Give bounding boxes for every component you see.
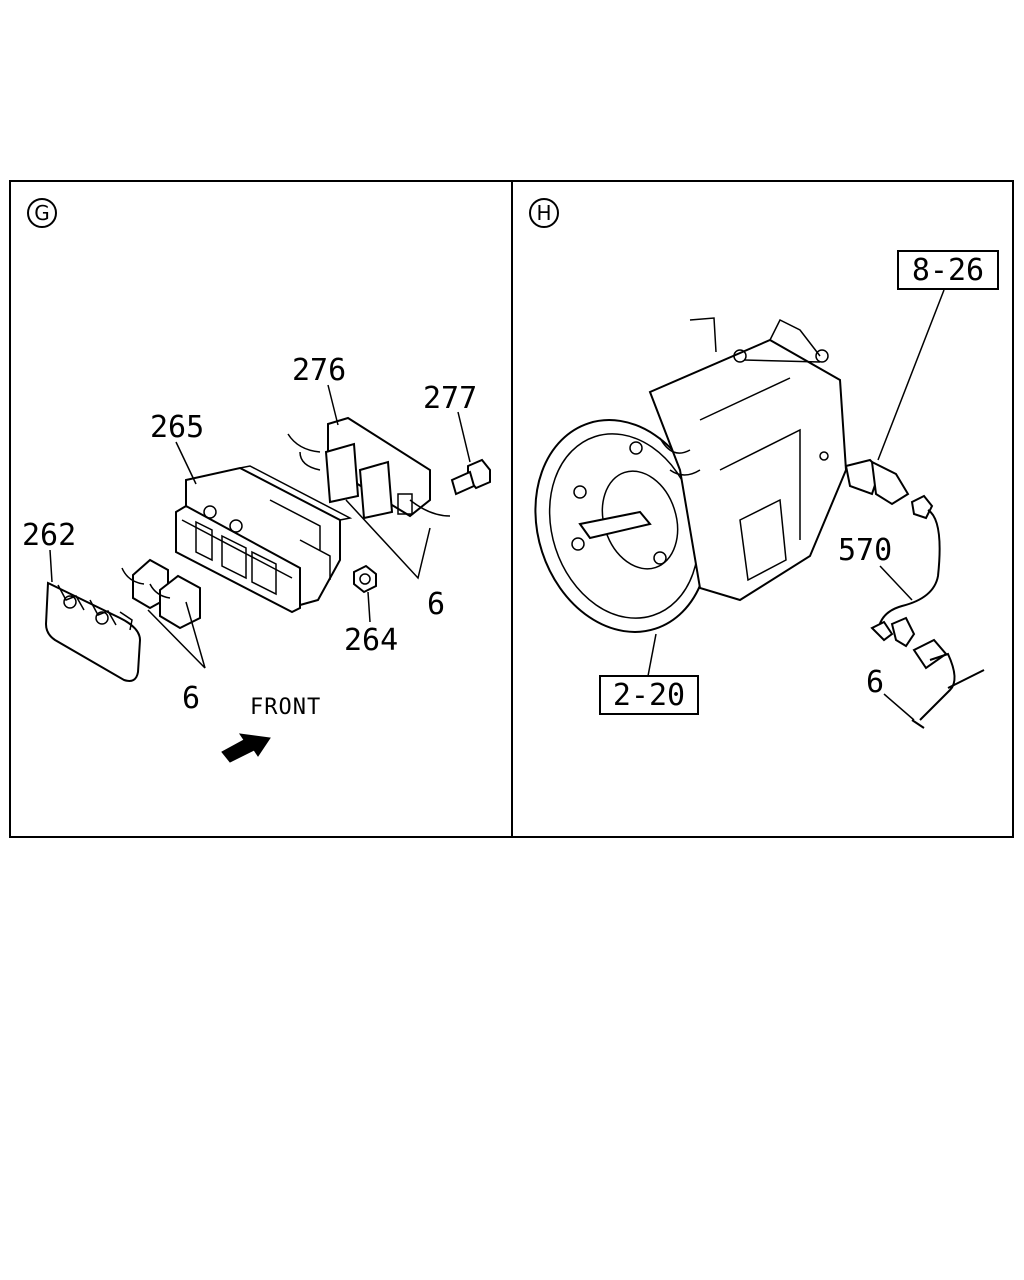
label-6-h: 6: [866, 665, 884, 700]
relay-box-265-drawing: [175, 465, 353, 614]
label-262: 262: [22, 518, 76, 553]
transmission-drawing: [534, 317, 848, 633]
panel-g-marker-circle: [27, 198, 57, 228]
bolt-277-drawing: [450, 458, 491, 496]
panel-h-marker-circle: [529, 198, 559, 228]
ref-label-8-26: 8-26: [912, 253, 984, 288]
label-265: 265: [150, 410, 204, 445]
harness-570-drawing: [870, 494, 941, 648]
connector-6-left-drawing: [121, 558, 201, 630]
ref-label-2-20: 2-20: [613, 678, 685, 713]
label-6-bottom: 6: [182, 681, 200, 716]
sensor-drawing: [844, 458, 910, 506]
panel-h: H: [529, 198, 999, 729]
front-label: FRONT: [250, 695, 321, 720]
label-276: 276: [292, 353, 346, 388]
harness-6-drawing: [911, 638, 985, 729]
label-6-right: 6: [427, 587, 445, 622]
front-arrow-icon: [221, 733, 271, 763]
label-570: 570: [838, 533, 892, 568]
relay-276-drawing: [287, 416, 451, 520]
bracket-262-drawing: [44, 581, 142, 682]
panel-g-marker: G: [34, 201, 50, 225]
panel-h-marker: H: [536, 201, 551, 225]
ref-box-8-26: [897, 250, 999, 290]
ref-box-2-20: [599, 675, 699, 715]
label-277: 277: [423, 381, 477, 416]
label-264: 264: [344, 623, 398, 658]
nut-264-drawing: [353, 564, 377, 594]
panel-g: G: [22, 198, 491, 763]
